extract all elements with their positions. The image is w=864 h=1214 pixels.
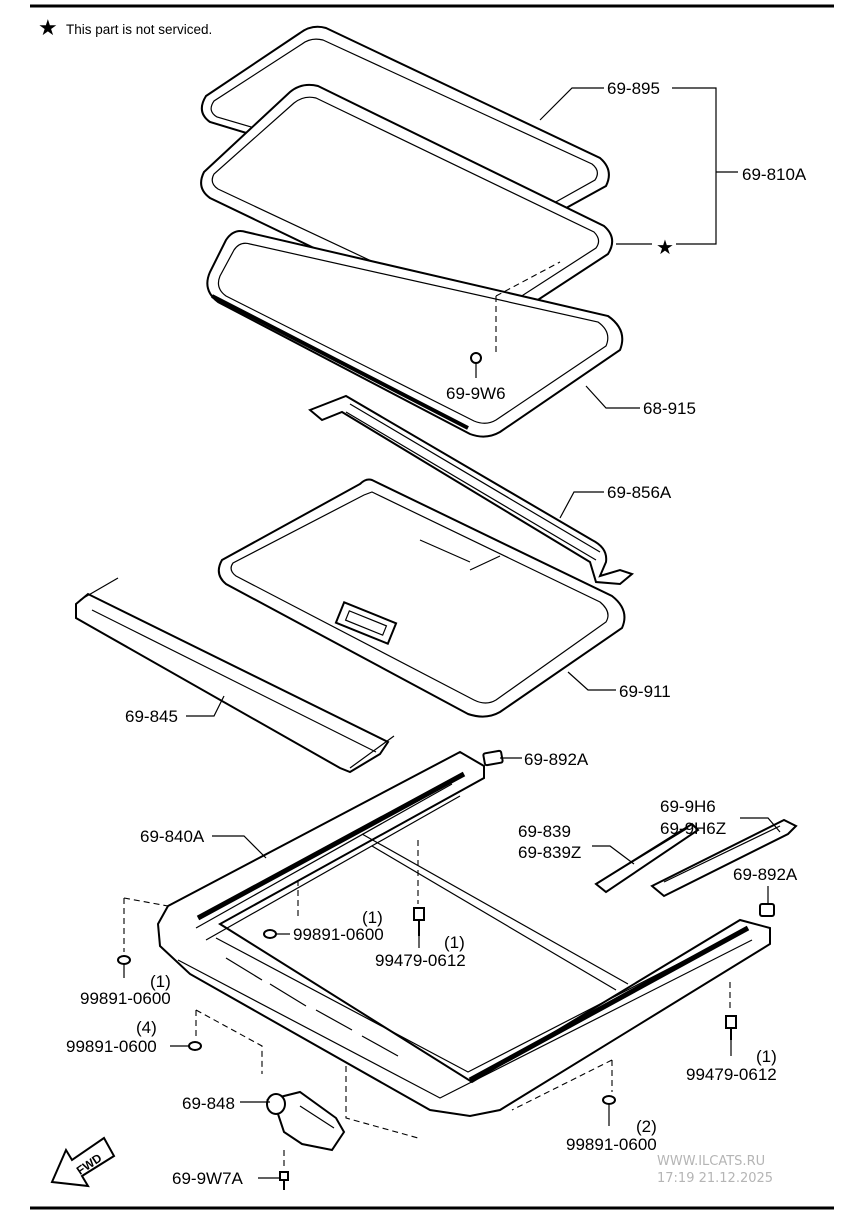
watermark-site: WWW.ILCATS.RU — [657, 1154, 765, 1169]
label-69-848: 69-848 — [182, 1094, 235, 1113]
star-icon-marker: ★ — [656, 235, 674, 259]
watermark-datetime: 17:19 21.12.2025 — [657, 1171, 773, 1186]
label-69-9W7A: 69-9W7A — [172, 1169, 244, 1188]
label-69-839Z: 69-839Z — [518, 843, 581, 862]
qty-99891-0600-center: (1) — [362, 908, 383, 927]
watermark: WWW.ILCATS.RU 17:19 21.12.2025 — [657, 1154, 773, 1186]
part-deflector-69-845[interactable] — [75, 577, 395, 774]
label-99479-0612-center: 99479-0612 — [375, 951, 466, 970]
label-99891-0600-left4: 99891-0600 — [66, 1037, 157, 1056]
label-69-810A: 69-810A — [742, 165, 807, 184]
part-weatherstrip-68-915[interactable] — [206, 230, 624, 438]
fastener-69-9W6[interactable] — [470, 352, 482, 378]
label-69-839: 69-839 — [518, 822, 571, 841]
label-69-9H6Z: 69-9H6Z — [660, 819, 726, 838]
label-99891-0600-bottom: 99891-0600 — [566, 1135, 657, 1154]
fastener-99891-0600-center[interactable] — [263, 929, 277, 939]
fastener-69-9W7A[interactable] — [279, 1171, 289, 1190]
qty-99891-0600-left4: (4) — [136, 1018, 157, 1037]
note-text: This part is not serviced. — [66, 22, 212, 37]
label-69-845: 69-845 — [125, 707, 178, 726]
star-icon: ★ — [38, 16, 58, 41]
fastener-99891-0600-bottom[interactable] — [602, 1095, 616, 1105]
label-99891-0600-left: 99891-0600 — [80, 989, 171, 1008]
fwd-arrow-icon: FWD — [50, 1136, 116, 1188]
label-69-840A: 69-840A — [140, 827, 205, 846]
label-69-892A-right: 69-892A — [733, 865, 798, 884]
fastener-99891-0600-left[interactable] — [117, 955, 131, 965]
part-rail-69-856A[interactable] — [308, 394, 635, 586]
label-99479-0612-right: 99479-0612 — [686, 1065, 777, 1084]
label-69-892A-top: 69-892A — [524, 750, 589, 769]
fastener-99479-0612-center[interactable] — [413, 907, 425, 936]
fastener-99891-0600-left4[interactable] — [188, 1041, 202, 1051]
part-motor-69-848[interactable] — [266, 1090, 346, 1152]
part-frame-69-840A[interactable] — [156, 750, 771, 1118]
label-69-911: 69-911 — [619, 682, 671, 701]
qty-99479-0612-center: (1) — [444, 933, 465, 952]
not-serviced-note: ★ This part is not serviced. — [38, 16, 212, 41]
label-68-915: 68-915 — [643, 399, 696, 418]
label-69-895: 69-895 — [607, 79, 660, 98]
qty-99479-0612-right: (1) — [756, 1047, 777, 1066]
label-99891-0600-center: 99891-0600 — [293, 925, 384, 944]
qty-99891-0600-bottom: (2) — [636, 1117, 657, 1136]
fastener-99479-0612-right[interactable] — [725, 1015, 737, 1040]
part-clip-69-892A-top[interactable] — [482, 749, 504, 767]
part-cable-69-9H6[interactable] — [650, 818, 798, 898]
part-labels: 69-895 69-810A 69-9W6 68-915 69-856A 69-… — [66, 79, 807, 1188]
label-69-9H6: 69-9H6 — [660, 797, 716, 816]
part-cable-69-839[interactable] — [594, 822, 700, 894]
leader-lines — [123, 87, 781, 1179]
alignment-lines — [123, 261, 731, 1170]
part-clip-69-892A-right[interactable] — [759, 903, 775, 917]
label-69-856A: 69-856A — [607, 483, 672, 502]
part-sunshade-69-911[interactable] — [217, 478, 626, 718]
label-69-9W6: 69-9W6 — [446, 384, 506, 403]
qty-99891-0600-left: (1) — [150, 972, 171, 991]
